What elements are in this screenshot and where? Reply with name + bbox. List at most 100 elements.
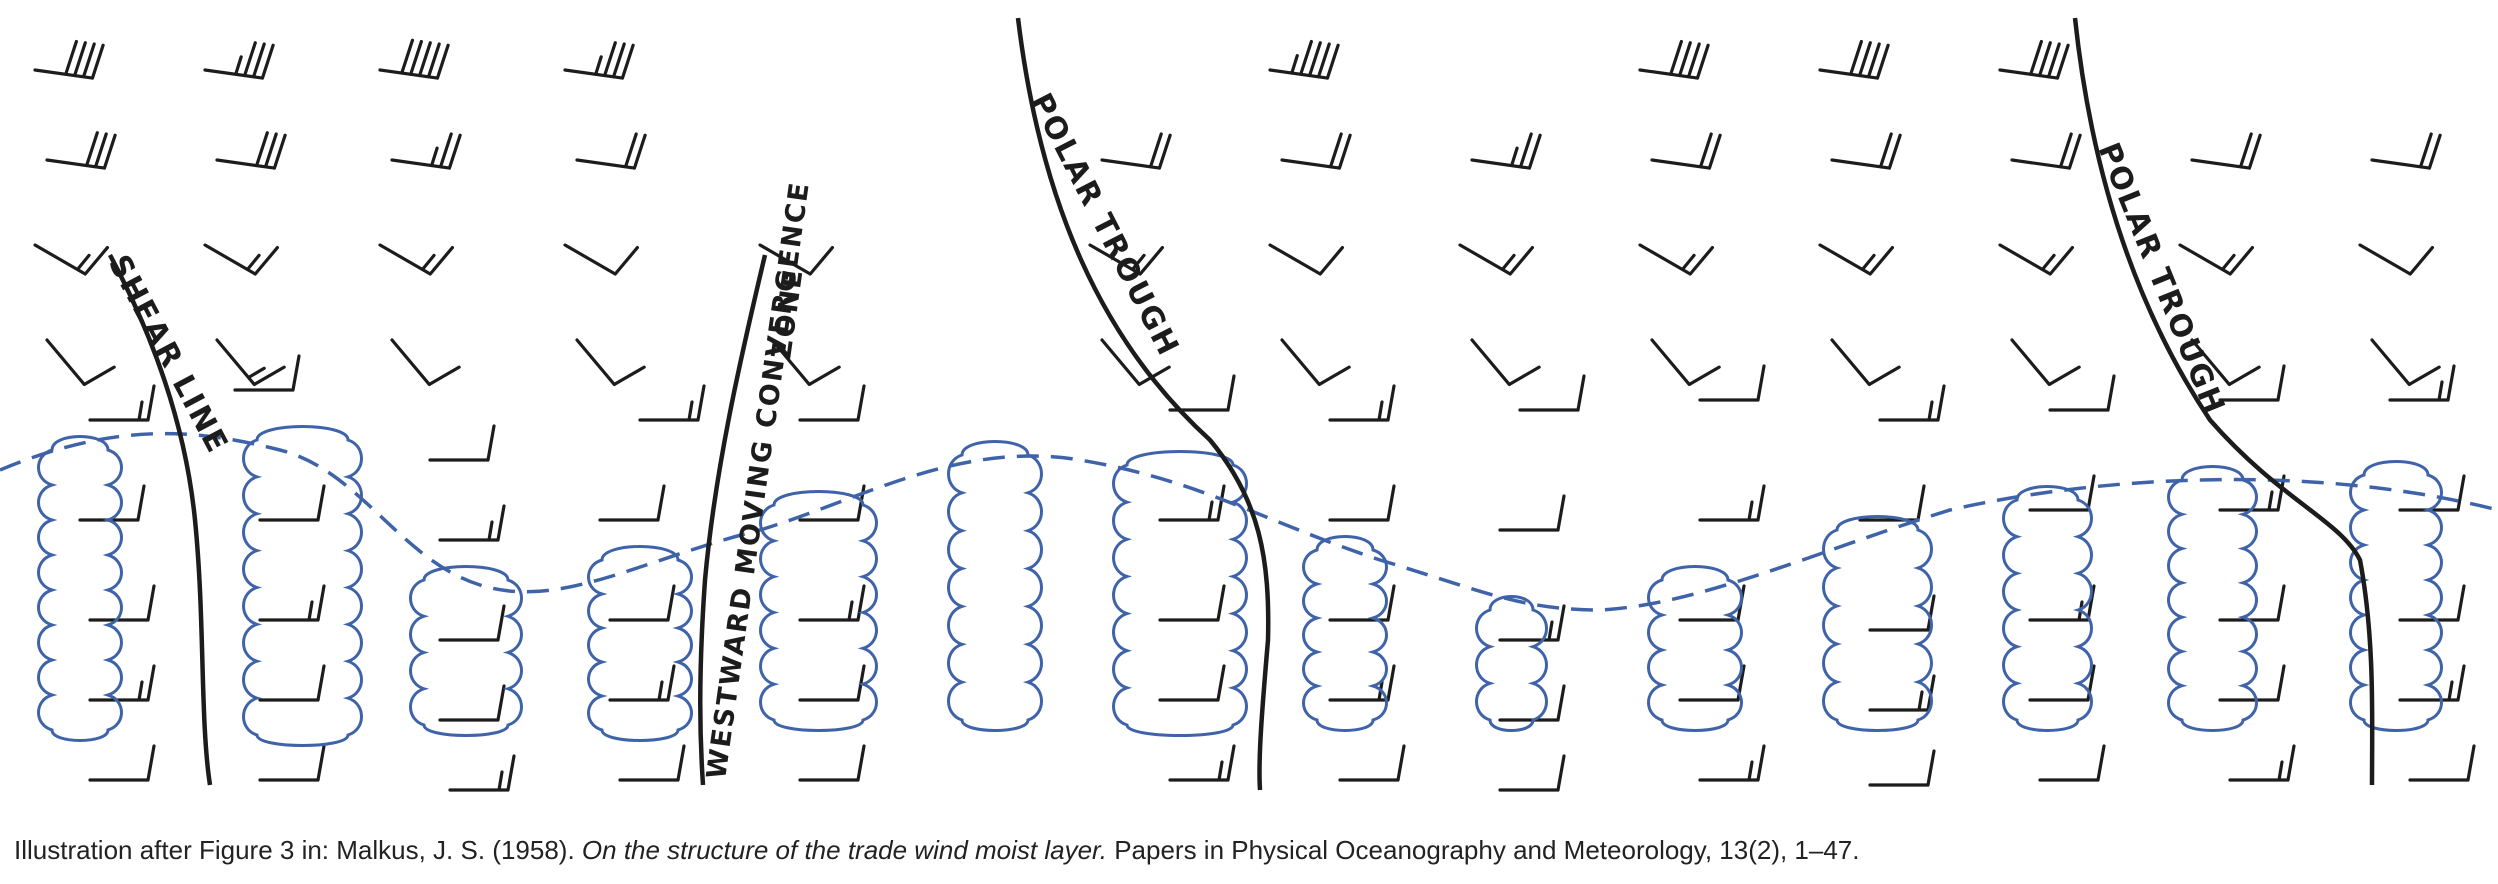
wind-barb <box>1518 374 1586 412</box>
wind-barb <box>2358 243 2435 276</box>
wind-barb <box>770 338 841 387</box>
wind-barb <box>2010 338 2081 387</box>
wind-barb <box>638 384 706 422</box>
wind-barb <box>2398 664 2466 702</box>
wind-barb <box>2010 132 2082 170</box>
wind-barb <box>448 754 516 792</box>
wind-barb <box>2388 364 2456 402</box>
wind-barb <box>598 484 666 522</box>
wind-barb <box>798 584 866 622</box>
wind-barb <box>1498 494 1566 532</box>
wind-barb <box>88 384 156 422</box>
wind-barb <box>2218 584 2286 622</box>
wind-barb <box>1868 594 1936 632</box>
wind-barb <box>2218 364 2286 402</box>
wind-barb <box>33 39 105 80</box>
wind-barb <box>575 338 646 387</box>
caption-suffix: Papers in Physical Oceanography and Mete… <box>1106 835 1860 865</box>
wind-barb <box>1638 243 1715 276</box>
wind-barb <box>1818 39 1890 80</box>
cloud-column <box>1647 565 1743 732</box>
wind-barb <box>2028 474 2096 512</box>
wind-barb <box>215 131 287 170</box>
wind-barb <box>233 354 301 392</box>
wind-barb <box>608 664 676 702</box>
wind-barb <box>1498 754 1566 792</box>
wind-barb <box>2028 664 2096 702</box>
wind-barb <box>1650 338 1721 387</box>
wind-barb <box>1818 243 1895 276</box>
cloud-column <box>409 565 523 737</box>
wind-barb <box>1498 684 1566 722</box>
wind-barb <box>1698 364 1766 402</box>
wind-barbs-group <box>33 38 2476 792</box>
wind-barb <box>1100 132 1172 170</box>
wind-barb <box>378 243 455 276</box>
wind-barb <box>1100 338 1171 387</box>
wind-barb <box>1698 744 1766 782</box>
wind-barb <box>798 384 866 422</box>
cloud-column <box>2167 465 2258 732</box>
cloud-column <box>1822 515 1933 732</box>
cloud-column <box>1302 535 1388 732</box>
wind-barb <box>2370 338 2441 387</box>
shear-line-label: SHEAR LINE <box>101 249 235 460</box>
wind-barb <box>78 484 146 522</box>
wind-barb <box>2228 744 2296 782</box>
wind-barb <box>428 424 496 462</box>
wind-barb <box>1998 39 2070 80</box>
wind-barb <box>1168 744 1236 782</box>
polar-trough-label-2: POLAR TROUGH <box>2091 138 2232 420</box>
caption-title: On the structure of the trade wind moist… <box>581 835 1107 865</box>
moist-layer-top-dashed-line <box>0 431 2498 612</box>
cloud-column <box>947 440 1043 732</box>
wind-barb <box>1470 338 1541 387</box>
wind-barb <box>1280 338 1351 387</box>
wind-barb <box>45 131 117 170</box>
polar-trough-line-2 <box>2072 17 2375 786</box>
wind-barb <box>258 664 326 702</box>
wind-barb <box>2398 584 2466 622</box>
wind-barb <box>45 338 116 387</box>
cloud-column <box>2002 485 2093 732</box>
wind-barb <box>2178 243 2255 276</box>
wind-barb <box>390 132 462 170</box>
wind-barb <box>618 744 686 782</box>
wind-barb <box>798 664 866 702</box>
cloud-column <box>1112 450 1248 737</box>
wind-barb <box>215 338 286 387</box>
cloud-column <box>242 425 363 747</box>
wind-barb <box>438 504 506 542</box>
polar-trough-label-1: POLAR TROUGH <box>1023 88 1186 363</box>
wind-barb <box>1280 132 1352 170</box>
wind-barb <box>1998 243 2075 276</box>
wind-barb <box>203 41 275 80</box>
cloud-column <box>2349 460 2443 732</box>
cloud-column <box>759 490 878 732</box>
wind-barb <box>258 584 326 622</box>
cloud-columns-group <box>37 425 2443 747</box>
wind-barb <box>2048 374 2116 412</box>
wind-barb <box>1338 744 1406 782</box>
wind-barb <box>2370 132 2442 170</box>
wind-barb <box>2190 132 2262 170</box>
wind-barb <box>1830 132 1902 170</box>
wind-barb <box>1168 374 1236 412</box>
wind-barb <box>1268 243 1345 276</box>
wind-barb <box>798 744 866 782</box>
wind-barb <box>88 664 156 702</box>
wind-barb <box>563 41 635 80</box>
wind-barb <box>1328 484 1396 522</box>
wind-barb <box>2190 338 2261 387</box>
figure-caption: Illustration after Figure 3 in: Malkus, … <box>14 835 2484 866</box>
wind-barb <box>1698 484 1766 522</box>
wind-barb <box>1268 39 1340 80</box>
wind-barb <box>88 584 156 622</box>
wind-barb <box>2408 744 2476 782</box>
cloud-column <box>1475 595 1548 732</box>
wind-barb <box>1158 584 1226 622</box>
wind-barb <box>1678 584 1746 622</box>
wind-barb <box>258 484 326 522</box>
wind-barb <box>1638 39 1710 80</box>
wind-barb <box>203 243 280 276</box>
